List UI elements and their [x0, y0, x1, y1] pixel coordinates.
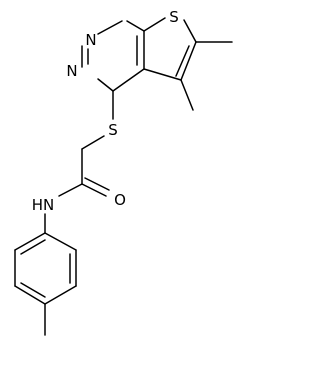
bond-c7a-n1 [126, 20, 145, 32]
bond-c5-c4a [143, 68, 182, 81]
bond-c5-methyl [180, 79, 194, 111]
molecule-structure: S N N S O HN [14, 8, 233, 336]
bond-ar4-ar5 [14, 285, 46, 305]
atom-label-s-thioether: S [108, 121, 118, 139]
bond-ar4-ar5-inner [20, 282, 46, 298]
bond-ar6-ar1 [14, 232, 46, 251]
atom-label-nh-amide: HN [32, 196, 55, 214]
bond-carbonyl-n [58, 183, 83, 197]
atom-label-o-carbonyl: O [114, 191, 126, 209]
bond-ar3-ar4 [44, 285, 77, 305]
bond-s-c6 [183, 19, 197, 43]
bond-s-ch2 [81, 135, 105, 150]
bond-n1-c2 [97, 20, 123, 35]
atom-label-s-ring: S [169, 8, 179, 26]
atom-label-n-top: N [85, 31, 96, 49]
bond-carbonyl-o [81, 183, 107, 197]
bond-c6-c5 [180, 41, 197, 81]
bond-c7a-s [143, 17, 166, 32]
bond-c4-c4a [112, 68, 145, 92]
bond-n3-c4 [97, 78, 114, 92]
atom-label-n-left: N [66, 62, 77, 80]
bond-c6-c5-inner [175, 45, 190, 77]
bond-carbonyl-o-inner [84, 177, 110, 191]
bond-ar6-ar1-inner [20, 239, 46, 255]
bond-ar1-ar2 [44, 232, 77, 251]
